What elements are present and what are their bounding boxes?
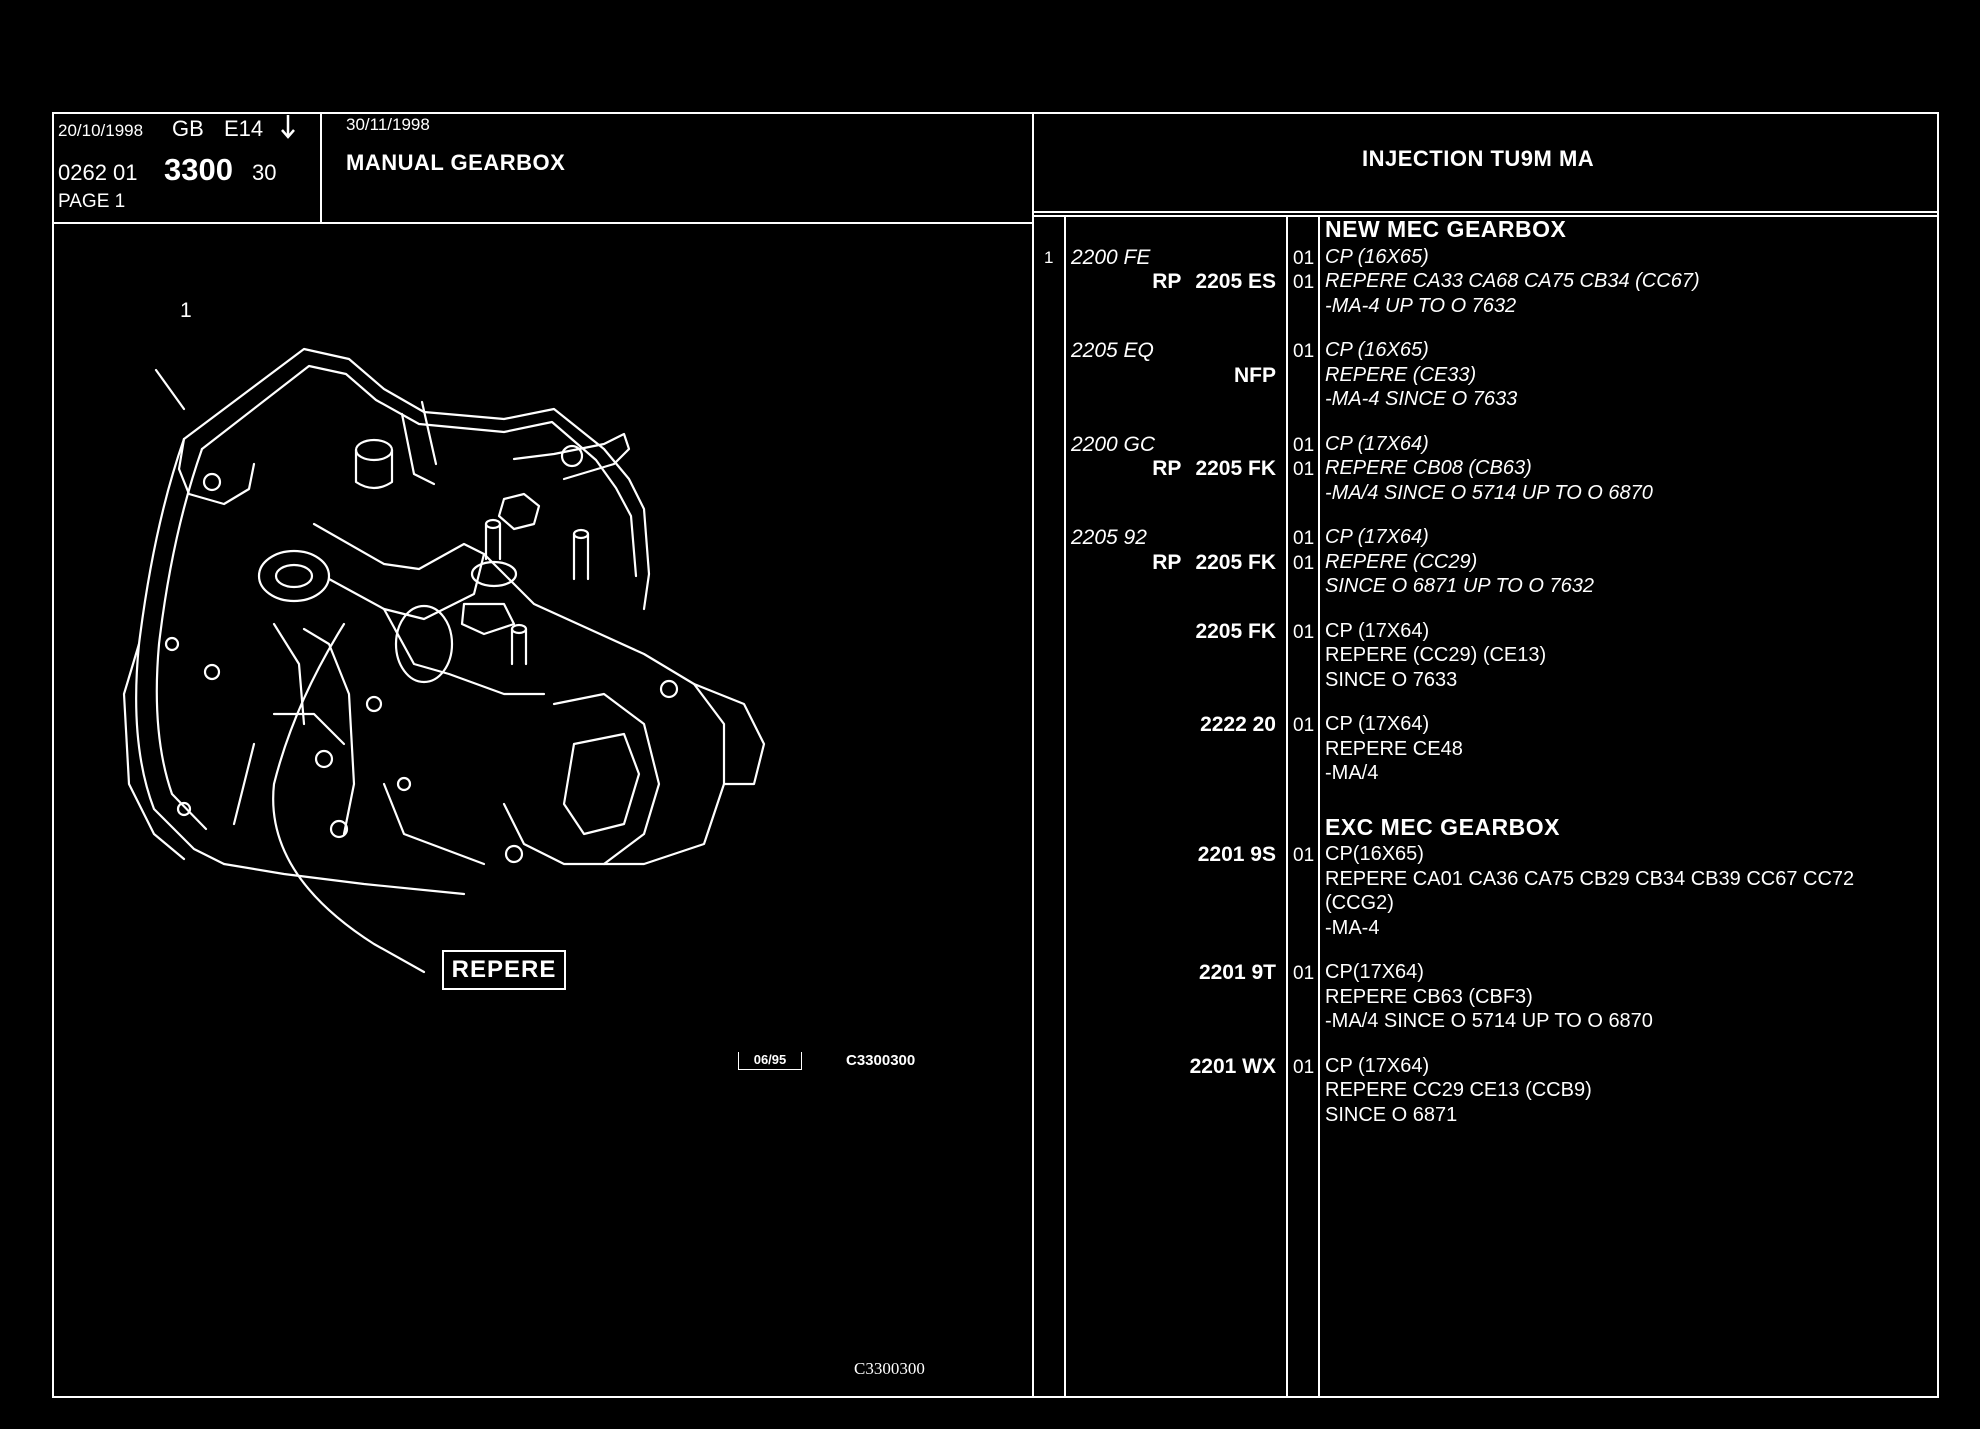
illustration-code: C3300300 (846, 1052, 916, 1069)
quantity: 01 (1293, 528, 1315, 549)
part-code: 2201 9T (1198, 961, 1276, 984)
section-title: EXC MEC GEARBOX (1325, 813, 1560, 840)
part-description-line: REPERE CA01 CA36 CA75 CB29 CB34 CB39 CC6… (1325, 867, 1855, 890)
quantity: 01 (1293, 272, 1315, 293)
quantity: 01 (1293, 341, 1315, 362)
down-arrow-icon (281, 115, 295, 139)
replacement-prefix: RP (1152, 550, 1182, 574)
part-code: NFP (1234, 363, 1276, 387)
edition-code: E14 (224, 116, 264, 141)
header-bottom-left (54, 222, 1033, 224)
ref-main: 3300 (164, 152, 233, 187)
part-description-line: REPERE (CE33) (1325, 363, 1477, 386)
part-description-line: -MA-4 (1325, 916, 1380, 939)
part-code-old: 2205 92 (1071, 526, 1147, 549)
item-number: 1 (1044, 247, 1054, 267)
col-divider-code (1286, 215, 1288, 1398)
part-description-line: SINCE O 6871 (1325, 1103, 1458, 1126)
part-code-new: RP 2205 FK (1152, 458, 1276, 479)
gearbox-illustration (122, 347, 766, 974)
footer-code: C3300300 (854, 1359, 925, 1378)
table-top-line (1032, 215, 1939, 217)
part-code-old: 2200 FE (1071, 245, 1151, 269)
section-title: NEW MEC GEARBOX (1325, 216, 1567, 242)
revision-date: 30/11/1998 (346, 115, 430, 134)
part-description-line: REPERE CA33 CA68 CA75 CB34 (CC67) (1325, 270, 1700, 292)
issue-date: 20/10/1998 (58, 121, 144, 140)
col-divider-item (1064, 215, 1066, 1398)
quantity: 01 (1293, 247, 1315, 269)
part-code: 2205 ES (1195, 270, 1276, 293)
part-description-line: -MA/4 (1325, 762, 1379, 784)
part-code-new: 2205 FK (1195, 621, 1276, 642)
part-description-line: REPERE CB08 (CB63) (1325, 457, 1532, 479)
replacement-prefix: RP (1152, 457, 1182, 480)
part-description-line: REPERE CE48 (1325, 737, 1463, 760)
part-description-line: -MA/4 SINCE O 5714 UP TO O 6870 (1325, 481, 1653, 504)
part-description-line: REPERE CC29 CE13 (CCB9) (1325, 1079, 1592, 1101)
repere-label: REPERE (442, 950, 566, 990)
illustration-date-tag: 06/95 (738, 1052, 802, 1070)
quantity: 01 (1293, 552, 1315, 574)
item-callout-1: 1 (180, 299, 192, 322)
part-description-line: -MA-4 SINCE O 7633 (1325, 388, 1518, 410)
part-code-new: 2222 20 (1200, 714, 1276, 735)
col-divider-qty (1318, 215, 1320, 1398)
part-description-line: REPERE (CC29) (CE13) (1325, 644, 1547, 666)
main-divider (1032, 114, 1034, 1398)
part-description-line: SINCE O 7633 (1325, 668, 1458, 691)
engine-title: INJECTION TU9M MA (1362, 146, 1595, 171)
part-description-line: REPERE CB63 (CBF3) (1325, 985, 1533, 1008)
header-bottom-right (1032, 211, 1939, 213)
part-code-old: 2205 EQ (1071, 339, 1154, 362)
part-description-line: (CCG2) (1325, 892, 1394, 914)
language-code: GB (172, 116, 204, 141)
part-description-line: SINCE O 6871 UP TO O 7632 (1325, 575, 1595, 597)
part-code-new: RP 2205 FK (1152, 552, 1276, 573)
part-description-line: CP (17X64) (1325, 1054, 1430, 1077)
part-code: 2205 FK (1195, 457, 1276, 480)
quantity: 01 (1293, 459, 1315, 480)
quantity: 01 (1293, 1056, 1315, 1078)
part-description-line: CP (17X64) (1325, 619, 1430, 642)
part-description-line: CP (17X64) (1325, 526, 1429, 548)
ref-suffix: 30 (252, 160, 277, 185)
part-code-old: 2200 GC (1071, 432, 1156, 456)
catalog-sheet: 20/10/1998 GB E14 0262 01 3300 30 PAGE 1… (52, 112, 1939, 1398)
quantity: 01 (1293, 845, 1315, 866)
part-code-new: RP 2205 ES (1152, 271, 1276, 292)
part-code: 2222 20 (1200, 713, 1276, 736)
replacement-prefix: RP (1152, 270, 1182, 293)
part-code-new: 2201 9T (1199, 962, 1276, 983)
part-code: 2205 FK (1195, 550, 1276, 574)
quantity: 01 (1293, 434, 1315, 456)
page-number: PAGE 1 (58, 191, 126, 212)
quantity: 01 (1293, 963, 1315, 984)
part-code: 2201 9S (1197, 843, 1276, 866)
part-code: 2205 FK (1195, 619, 1276, 643)
page-title: MANUAL GEARBOX (346, 150, 566, 175)
part-description-line: CP (17X64) (1325, 432, 1429, 455)
part-description-line: CP(17X64) (1325, 961, 1424, 983)
part-description-line: -MA/4 SINCE O 5714 UP TO O 6870 (1325, 1010, 1653, 1032)
part-description-line: CP (16X65) (1325, 339, 1429, 361)
part-description-line: CP (17X64) (1325, 713, 1430, 735)
ref-prefix: 0262 01 (58, 160, 138, 185)
quantity: 01 (1293, 621, 1315, 643)
part-code-new: 2201 9S (1198, 844, 1276, 865)
part-description-line: CP(16X65) (1325, 843, 1424, 865)
quantity: 01 (1293, 715, 1315, 736)
header-divider-1 (320, 114, 322, 222)
part-code: 2201 WX (1189, 1054, 1276, 1078)
part-description-line: REPERE (CC29) (1325, 550, 1478, 573)
part-description-line: CP (16X65) (1325, 245, 1429, 268)
part-code-new: 2201 WX (1190, 1056, 1276, 1077)
part-code-new: NFP (1234, 365, 1276, 386)
part-description-line: -MA-4 UP TO O 7632 (1325, 294, 1517, 317)
